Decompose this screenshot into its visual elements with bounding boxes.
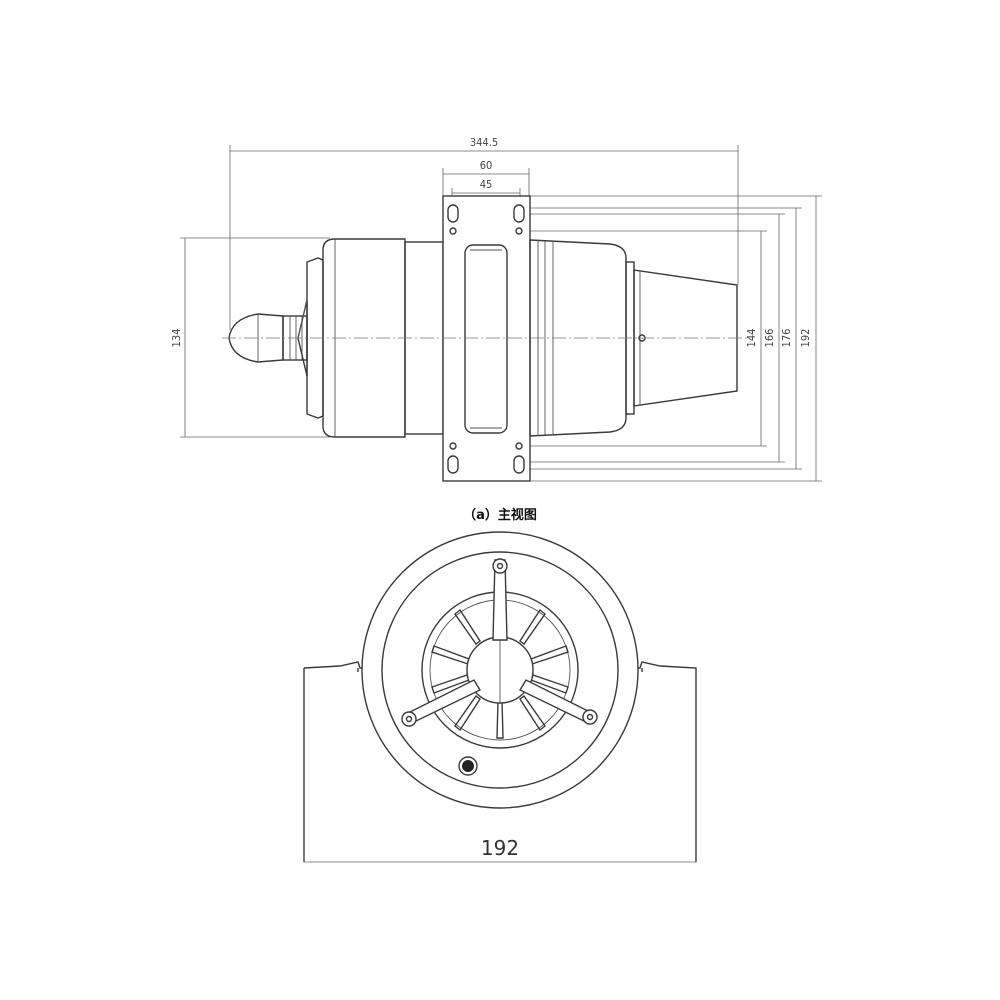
inner-casing-circle [381,551,619,789]
mount-slot-bottom-right [513,455,525,474]
dim-front-width: 192 [481,836,519,860]
strut-bolt-left [401,711,417,727]
dim-144-label: 144 [745,329,758,348]
dim-intake-height: 134 [170,329,183,348]
dim-192-label: 192 [799,329,812,348]
sensor-bung [458,756,478,776]
front-mount-plate [303,661,697,862]
strut-bolt-right [582,709,598,725]
dim-overall-length: 344.5 [470,136,498,149]
side-view: 344.5 60 45 134 144 166 176 192 [170,136,822,482]
mount-hole [515,227,523,235]
dim-166-label: 166 [763,329,776,348]
sensor-bung-core [462,760,474,772]
combustor-casing [529,239,627,437]
front-view: 192 [303,531,697,863]
exhaust-nozzle [633,269,738,407]
struts [401,558,598,727]
view-caption: （a）主视图 [463,507,537,523]
mount-slot-top-right [513,204,525,223]
mount-hole [449,442,457,450]
dim-mount-width: 60 [480,159,493,172]
strut-bolt-top [492,558,508,574]
mount-slot-top-left [447,204,459,223]
dim-hole-spacing: 45 [480,178,493,191]
mount-hole [449,227,457,235]
mount-slot-bottom-left [447,455,459,474]
dim-176-label: 176 [780,329,793,348]
front-casing [322,238,406,438]
mount-hole [515,442,523,450]
mount-flange [442,195,531,482]
flange-window [464,244,508,434]
